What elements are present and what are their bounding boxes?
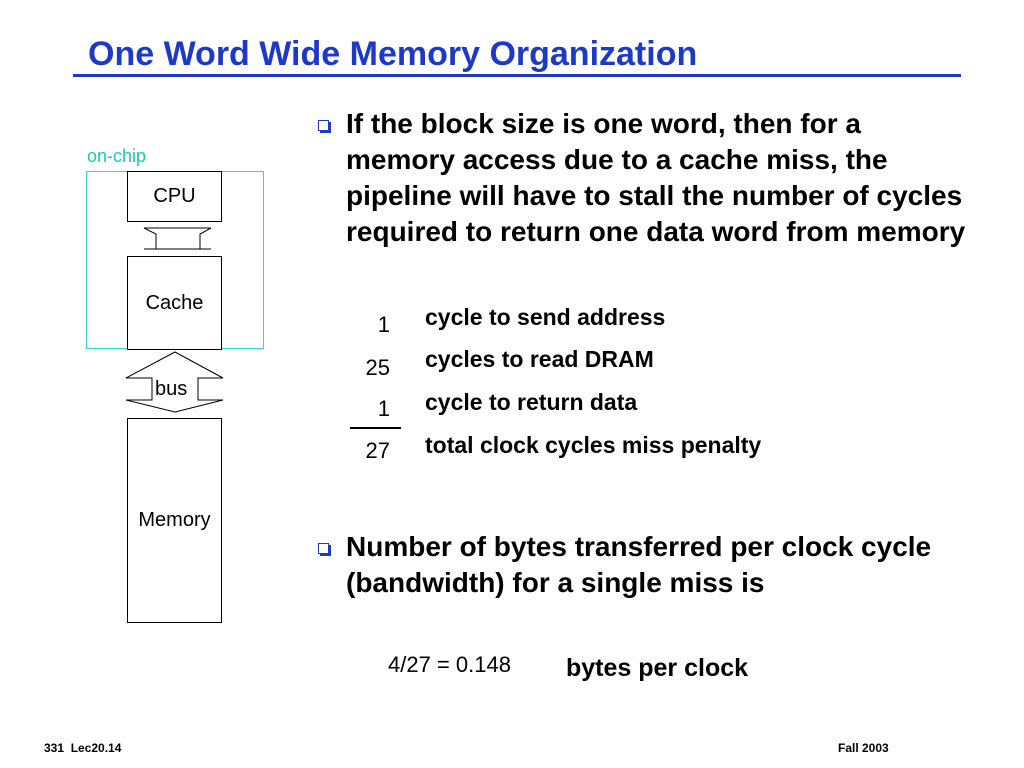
on-chip-label: on-chip — [87, 146, 147, 166]
sum-divider — [350, 427, 401, 429]
diagram-connectors — [125, 227, 224, 413]
footer-term: Fall 2003 — [838, 741, 889, 755]
cycle-count: 25 — [365, 355, 390, 380]
bus-arrow-icon — [125, 351, 224, 413]
cpu-cache-arrow-icon — [143, 227, 212, 250]
cycle-count: 1 — [377, 396, 390, 421]
cycle-total: 27 — [365, 438, 390, 463]
cycle-description: cycle to return data — [425, 389, 638, 415]
footer-course-id: 331 Lec20.14 — [44, 741, 122, 755]
cache-block: Cache — [127, 256, 222, 350]
cpu-label: CPU — [153, 185, 196, 207]
cycle-count: 1 — [377, 312, 390, 337]
bandwidth-value: 4/27 = 0.148 — [388, 652, 511, 677]
cycle-description: cycle to send address — [425, 304, 666, 330]
bullet-text: If the block size is one word, then for … — [346, 108, 966, 247]
memory-block: Memory — [127, 418, 222, 623]
memory-label: Memory — [138, 509, 211, 531]
slide-title: One Word Wide Memory Organization — [88, 35, 698, 73]
hollow-square-bullet-icon — [318, 120, 329, 131]
hollow-square-bullet-icon — [318, 543, 329, 554]
cache-label: Cache — [145, 291, 204, 314]
cycle-total-description: total clock cycles miss penalty — [425, 432, 762, 458]
cycle-description: cycles to read DRAM — [425, 346, 654, 372]
cpu-block: CPU — [127, 171, 222, 222]
bullet-text: Number of bytes transferred per clock cy… — [346, 531, 932, 598]
title-underline — [73, 74, 961, 77]
bus-label: bus — [155, 378, 188, 400]
bandwidth-unit: bytes per clock — [566, 654, 749, 682]
